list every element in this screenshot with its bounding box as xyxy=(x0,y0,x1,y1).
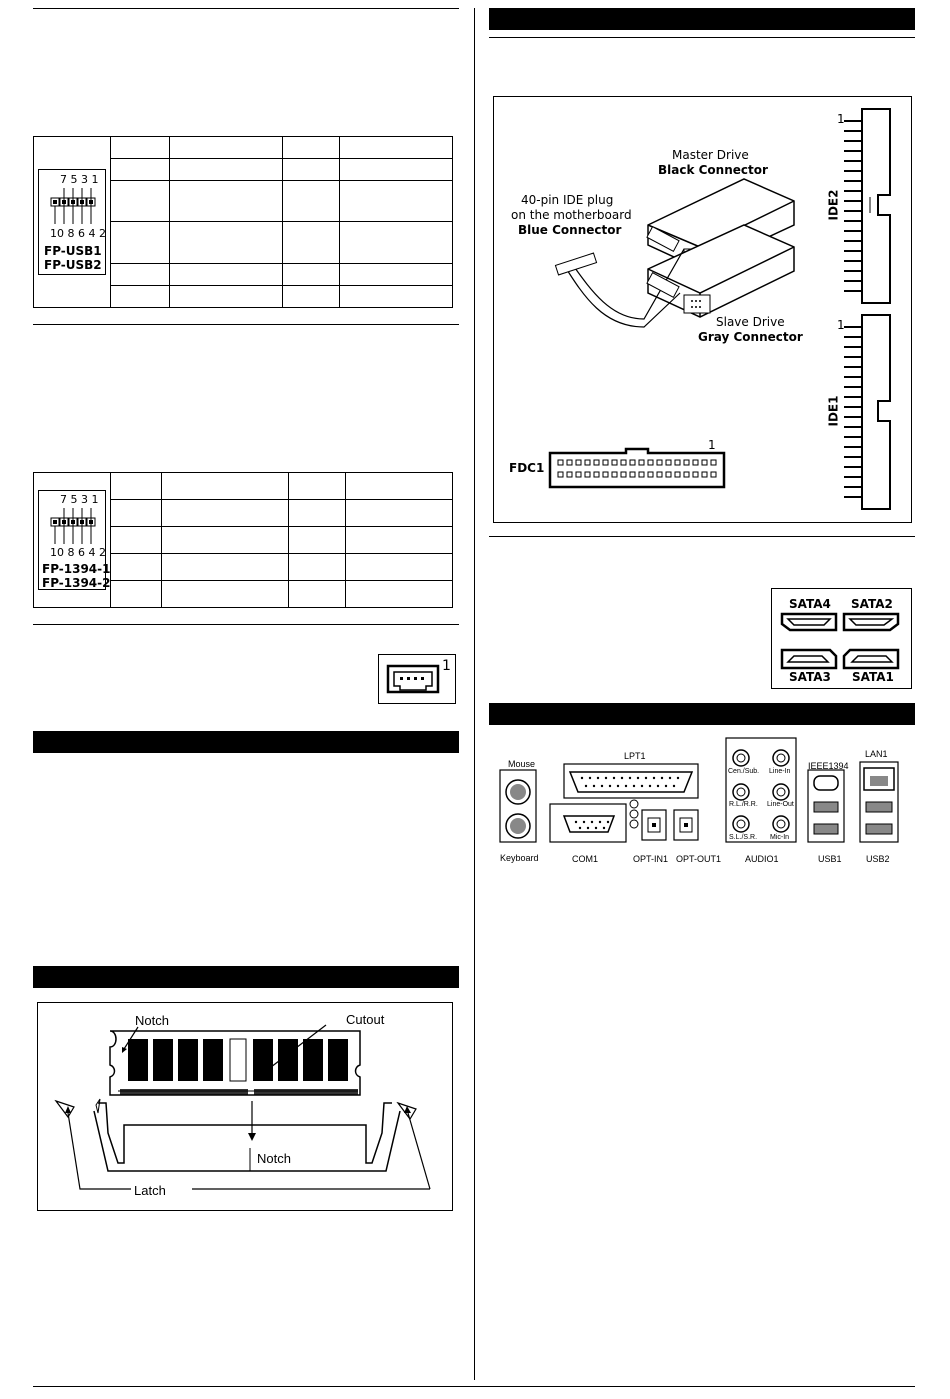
usb2-port-label: USB2 xyxy=(866,854,890,864)
ide-drive-diagram xyxy=(548,108,891,510)
sata-ports-diagram xyxy=(780,612,900,670)
ide-plug-label: 40-pin IDE plug xyxy=(521,193,614,207)
usb-header-diagram xyxy=(38,169,106,275)
keyboard-port-label: Keyboard xyxy=(500,853,539,863)
section-rule xyxy=(489,536,915,537)
com-port-label: COM1 xyxy=(572,854,599,864)
usb-pins-bottom: 10 8 6 4 2 xyxy=(50,227,106,240)
firewire-pins-bottom: 10 8 6 4 2 xyxy=(50,546,106,559)
audio-port-label: AUDIO1 xyxy=(745,854,779,864)
sata3-label: SATA3 xyxy=(789,670,831,684)
small-connector-frame xyxy=(378,654,456,704)
section-rule xyxy=(489,37,915,38)
opt-out-label: OPT-OUT1 xyxy=(676,854,722,864)
section-header-bar xyxy=(33,966,459,988)
firewire-header-diagram xyxy=(38,490,106,590)
ide2-label: IDE2 xyxy=(826,189,841,221)
usb-header-cell xyxy=(33,136,111,308)
column-divider xyxy=(474,8,475,1380)
sata1-label: SATA1 xyxy=(852,670,894,684)
sata2-label: SATA2 xyxy=(851,597,893,611)
sata4-label: SATA4 xyxy=(789,597,831,611)
dimm-notch-label: Notch xyxy=(135,1013,169,1028)
master-connector-label: Black Connector xyxy=(658,163,768,177)
firewire-pins-top: 7 5 3 1 xyxy=(60,493,99,506)
page-bottom-rule xyxy=(33,1386,915,1387)
firewire-header-name-1: FP-1394-1 xyxy=(42,562,111,576)
master-drive-label: Master Drive xyxy=(672,148,749,162)
section-header-bar xyxy=(489,703,915,725)
sata-figure-frame xyxy=(771,588,912,689)
ide-plug-location-label: on the motherboard xyxy=(511,208,632,222)
section-header-bar xyxy=(33,731,459,753)
line-out-jack-label: Line-Out xyxy=(767,801,794,808)
line-in-jack-label: Line-In xyxy=(769,768,791,775)
section-rule xyxy=(33,324,459,325)
lan-port-label: LAN1 xyxy=(865,749,888,759)
section-header-bar xyxy=(489,8,915,30)
firewire-pin-grid xyxy=(50,508,96,544)
rl-rr-jack-label: R.L./R.R. xyxy=(729,801,758,808)
small-connector-icon xyxy=(386,664,440,694)
small-connector-pin1: 1 xyxy=(442,658,451,674)
ieee1394-port-label: IEEE1394 xyxy=(808,761,849,771)
dimm-slot-notch-label: Notch xyxy=(257,1151,291,1166)
opt-in-label: OPT-IN1 xyxy=(633,854,669,864)
dimm-latch-label: Latch xyxy=(131,1183,169,1198)
lpt-port-label: LPT1 xyxy=(624,751,646,761)
usb-pin-table xyxy=(33,135,453,309)
firewire-header-name-2: FP-1394-2 xyxy=(42,576,111,590)
usb-header-name-1: FP-USB1 xyxy=(44,244,102,258)
blue-connector-label: Blue Connector xyxy=(518,223,622,237)
section-rule xyxy=(33,624,459,625)
usb-header-name-2: FP-USB2 xyxy=(44,258,102,272)
dimm-cutout-label: Cutout xyxy=(346,1012,385,1027)
fdc-pin1-label: 1 xyxy=(708,438,716,452)
dimm-figure-frame xyxy=(37,1002,453,1211)
ide1-label: IDE1 xyxy=(826,395,841,427)
slave-drive-label: Slave Drive xyxy=(716,315,785,329)
ide-figure-frame xyxy=(493,96,912,523)
ide2-pin1-label: 1 xyxy=(837,112,845,126)
ide1-pin1-label: 1 xyxy=(837,318,845,332)
section-rule xyxy=(33,8,459,9)
dimm-installation-diagram xyxy=(54,1024,431,1190)
fdc-label: FDC1 xyxy=(509,461,545,475)
mouse-port-label: Mouse xyxy=(508,759,536,769)
usb-pin-grid xyxy=(50,188,96,224)
usb-pins-top: 7 5 3 1 xyxy=(60,173,99,186)
sl-sr-jack-label: S.L./S.R. xyxy=(729,834,758,841)
gray-connector-label: Gray Connector xyxy=(698,330,803,344)
mic-in-jack-label: Mic-In xyxy=(770,834,790,841)
cen-sub-jack-label: Cen./Sub. xyxy=(728,768,760,775)
io-back-panel-diagram xyxy=(499,737,899,843)
firewire-pin-table xyxy=(33,472,453,608)
usb1-port-label: USB1 xyxy=(818,854,842,864)
